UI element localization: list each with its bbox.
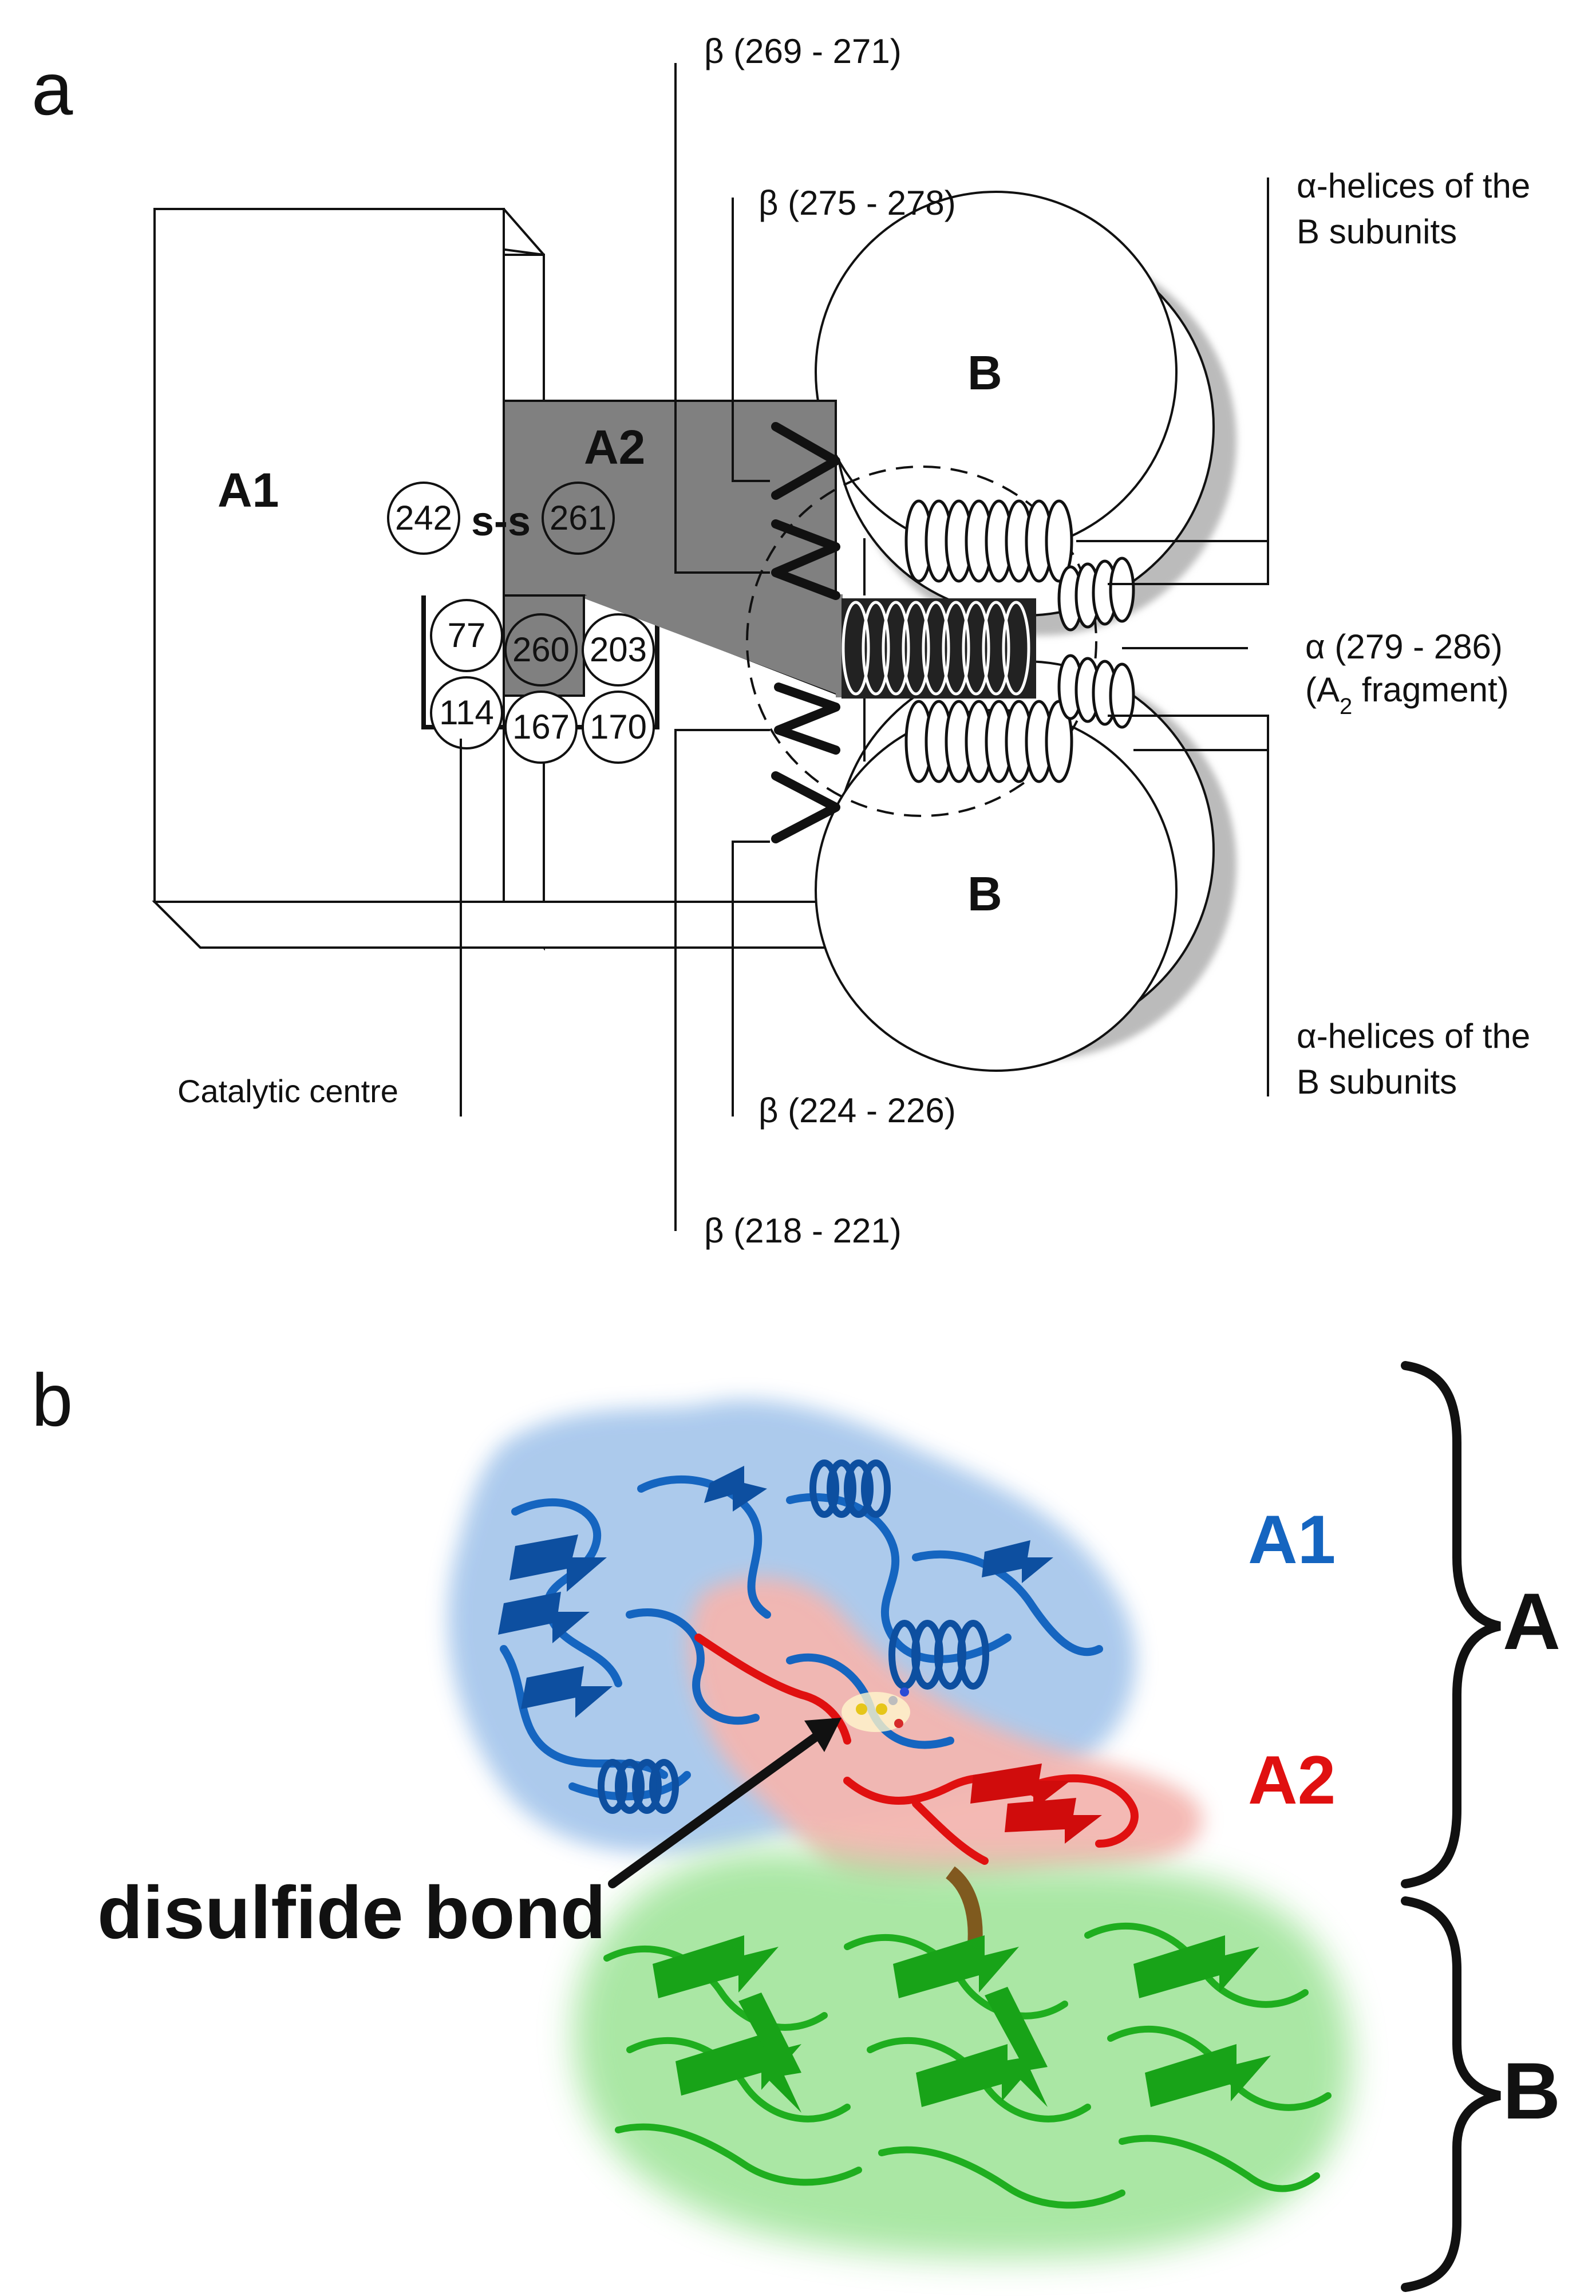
alpha-279-286-label: α (279 - 286)	[1305, 628, 1503, 666]
beta-strand-224-226	[771, 771, 840, 843]
beta-275-278-label: β (275 - 278)	[759, 184, 956, 222]
dashed-interface-circle	[746, 465, 1097, 817]
beta-strands	[771, 422, 840, 843]
a2-domain-label: A2	[1248, 1742, 1336, 1818]
b-helix-small-lower	[1057, 654, 1135, 729]
residue-261-label: 261	[550, 499, 607, 537]
b-helix-upper	[904, 499, 1073, 583]
a2-fragment-label: (A2 fragment)	[1305, 670, 1509, 719]
panel-a: a A1 B B A2	[31, 32, 1530, 1250]
helices-bottom-line1: α-helices of the	[1297, 1017, 1530, 1055]
pocket-residue-170	[582, 691, 655, 764]
sulfur-atom-1	[856, 1703, 867, 1715]
carbon-atom	[888, 1696, 898, 1705]
disulfide-ss-label: s-s	[471, 499, 531, 545]
pocket-residue-77	[430, 599, 503, 672]
b-subunit-label: B	[1503, 2046, 1561, 2136]
b-helix-small-upper	[1057, 557, 1135, 632]
pocket-residue-203	[582, 613, 655, 687]
panel-b-label: b	[31, 1358, 73, 1442]
beta-218-221-label: β (218 - 221)	[704, 1212, 902, 1250]
pocket-residue-170-label: 170	[590, 708, 647, 746]
panel-a-label: a	[31, 47, 73, 131]
disulfide-bond-label: disulfide bond	[97, 1871, 606, 1954]
helices-top-line1: α-helices of the	[1297, 167, 1530, 205]
b-top-label: B	[967, 346, 1002, 400]
pocket-residue-167-label: 167	[512, 708, 570, 746]
disulfide-arrow	[608, 1718, 842, 1888]
b-brace	[1401, 1896, 1501, 2292]
disulfide-site	[842, 1687, 910, 1732]
nitrogen-atom	[900, 1687, 909, 1697]
b-sheets	[653, 1935, 1271, 2113]
panel-b: b	[31, 1358, 1561, 2292]
helices-top-line2: B subunits	[1297, 212, 1457, 251]
b-subunits	[815, 191, 1236, 1072]
beta-strand-275-278	[771, 422, 840, 500]
pocket-residue-203-label: 203	[590, 630, 647, 669]
beta-269-271-label: β (269 - 271)	[704, 32, 902, 70]
a2-sheets	[970, 1764, 1102, 1844]
catalytic-centre-label: Catalytic centre	[177, 1073, 398, 1109]
a2-alpha-helix	[842, 598, 1036, 699]
residue-242-label: 242	[395, 499, 452, 537]
a1-helices	[598, 1459, 989, 1814]
a2-label: A2	[584, 420, 645, 474]
pocket-residue-167	[504, 691, 578, 764]
residue-261-circle	[542, 482, 615, 555]
sulfur-atom-2	[876, 1703, 887, 1715]
b-bottom-label: B	[967, 867, 1002, 921]
oxygen-atom	[894, 1719, 903, 1728]
b-helices	[904, 499, 1135, 783]
helices-bottom-line2: B subunits	[1297, 1063, 1457, 1101]
a1-label: A1	[218, 463, 279, 517]
pocket-residue-260	[504, 613, 578, 687]
pocket-residue-114	[430, 676, 503, 749]
callout-lines	[460, 63, 1269, 1231]
a1-domain-label: A1	[1248, 1501, 1336, 1578]
pocket-residue-114-label: 114	[439, 693, 494, 732]
pocket-residue-77-label: 77	[448, 616, 486, 654]
residue-circles: 242 261 s-s 77 260 203 114 167 170	[387, 482, 655, 764]
beta-strand-269-271	[771, 519, 840, 600]
a1-sheets	[498, 1466, 1053, 1718]
b-helix-lower	[904, 700, 1073, 783]
beta-224-226-label: β (224 - 226)	[759, 1091, 956, 1130]
a1-block	[152, 208, 831, 951]
pocket-residue-260-label: 260	[512, 630, 570, 669]
a-brace	[1401, 1361, 1501, 1888]
beta-strand-218-221	[774, 683, 840, 755]
residue-242-circle	[387, 482, 460, 555]
protein-surfaces	[448, 1399, 1351, 2258]
a-subunit-label: A	[1503, 1576, 1561, 1666]
